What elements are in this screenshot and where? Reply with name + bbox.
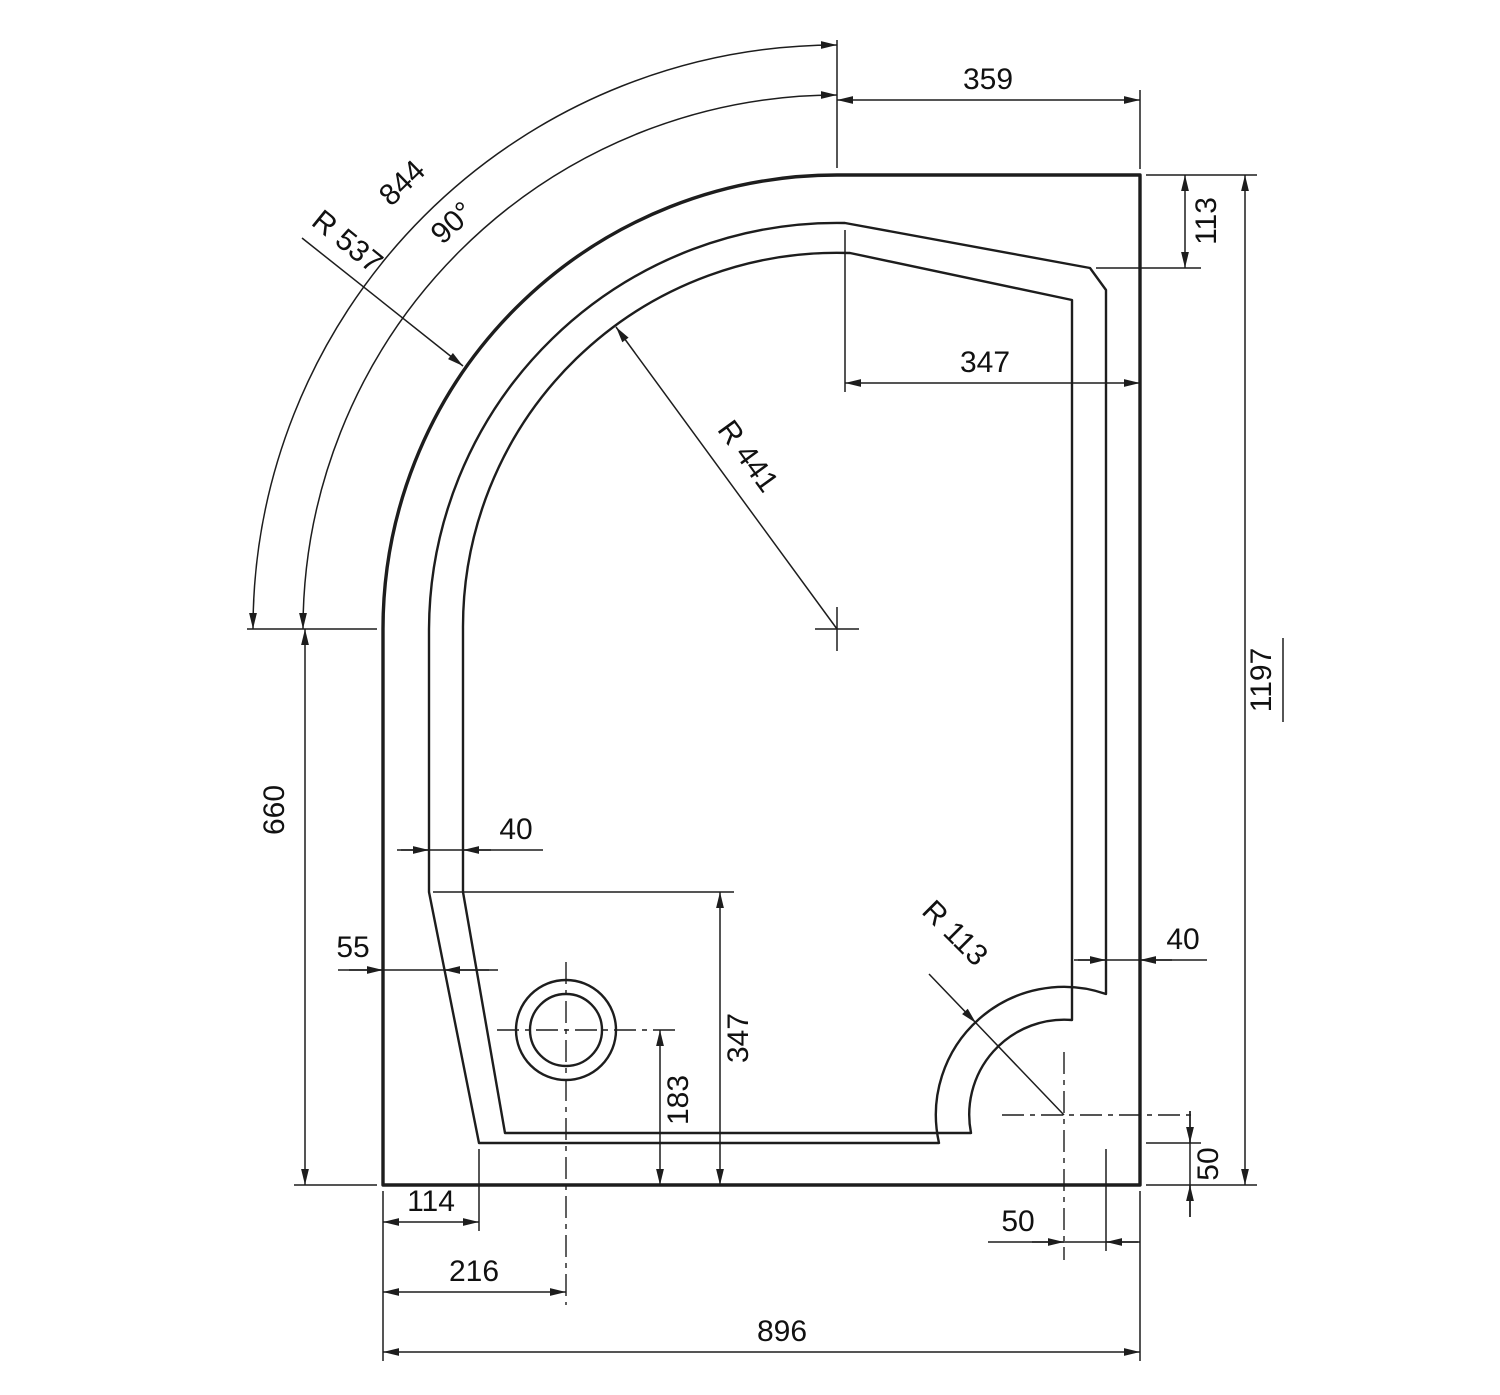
dim-drain-center-height-label: 183 — [662, 1075, 695, 1125]
dim-outer-corner-radius-label: R 537 — [306, 204, 389, 280]
dim-corner-center-offset: 50 — [988, 1205, 1140, 1246]
dim-arc-length: 844 — [249, 41, 838, 630]
dim-left-wall-thickness-label: 40 — [499, 813, 532, 846]
leader-line — [615, 326, 838, 630]
dim-left-rim-width-label: 55 — [336, 931, 369, 964]
dim-overall-width-label: 896 — [757, 1315, 807, 1348]
dim-top-flat-width: 359 — [837, 63, 1140, 104]
leader-line — [975, 1022, 1065, 1116]
dim-inner-top-width-label: 347 — [960, 346, 1010, 379]
dim-right-rim-width-label: 40 — [1166, 923, 1199, 956]
dim-drain-center-offset: 216 — [383, 1255, 566, 1296]
dim-left-straight-height-label: 660 — [258, 785, 291, 835]
leader-line — [301, 237, 464, 367]
leader-line — [928, 973, 977, 1024]
dim-top-right-rim-depth-label: 113 — [1190, 197, 1223, 245]
dimension-arc — [299, 91, 838, 630]
dim-corner-center-offset-label: 50 — [1001, 1205, 1034, 1238]
dim-drain-center-offset-label: 216 — [449, 1255, 499, 1288]
dim-corner-angle-label: 90° — [425, 196, 481, 251]
dim-waste-corner-radius: R 113 — [916, 894, 1065, 1116]
dim-corner-angle: 90° — [299, 91, 838, 630]
dim-top-flat-width-label: 359 — [963, 63, 1013, 96]
dim-bottom-rim-width: 50 — [1186, 1111, 1225, 1217]
dim-slant-section-height: 347 — [716, 892, 755, 1185]
dim-left-rim-width: 55 — [336, 931, 498, 974]
dim-slant-bottom-width: 114 — [383, 1185, 479, 1226]
dim-arc-length-label: 844 — [373, 154, 432, 213]
dim-left-straight-height: 660 — [258, 629, 309, 1185]
dim-inner-corner-radius: R 441 — [615, 326, 838, 630]
extension-lines — [247, 40, 1257, 1361]
dim-drain-center-height: 183 — [656, 1030, 695, 1185]
dim-slant-bottom-width-label: 114 — [407, 1185, 455, 1218]
outer-outline — [381, 173, 1142, 1187]
dim-inner-top-width: 347 — [845, 346, 1140, 387]
dimensions: 359 844 90° R 537 113 347 R 441 — [249, 41, 1284, 1356]
dim-overall-width: 896 — [383, 1315, 1140, 1356]
dim-top-right-rim-depth: 113 — [1181, 175, 1223, 268]
floor-contour — [461, 251, 1074, 1135]
dim-overall-height-label: 1197 — [1245, 648, 1278, 713]
dimension-arc — [249, 41, 838, 630]
tray-outlines — [381, 173, 1142, 1187]
dim-right-rim-width: 40 — [1074, 923, 1207, 964]
dim-inner-corner-radius-label: R 441 — [711, 414, 785, 498]
centerlines — [497, 607, 1197, 1305]
dim-left-wall-thickness: 40 — [397, 813, 543, 854]
dim-overall-height: 1197 — [1241, 175, 1284, 1185]
dim-waste-corner-radius-label: R 113 — [916, 894, 994, 972]
dim-slant-section-height-label: 347 — [722, 1013, 755, 1063]
dim-bottom-rim-width-label: 50 — [1192, 1147, 1225, 1180]
